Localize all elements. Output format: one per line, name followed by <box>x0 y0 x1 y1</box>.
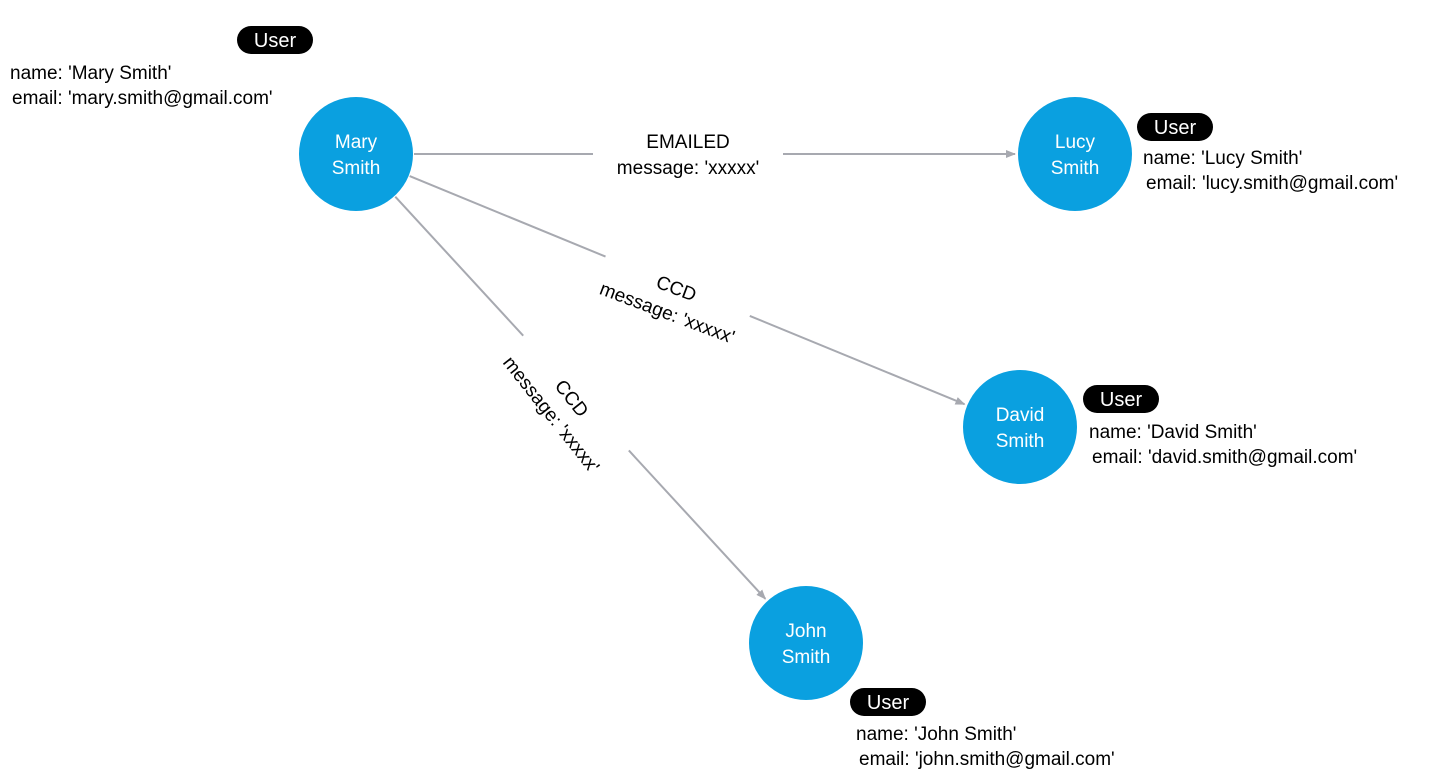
node-label-badge: User <box>1137 113 1213 141</box>
node-caption: Smith <box>996 431 1045 452</box>
node-properties: name: 'Mary Smith' email: 'mary.smith@gma… <box>10 63 273 109</box>
property-email: email: 'lucy.smith@gmail.com' <box>1146 173 1398 194</box>
node-circle[interactable] <box>299 97 413 211</box>
property-name: name: 'David Smith' <box>1089 422 1257 443</box>
node-label-text: User <box>867 692 910 714</box>
relationship-arrow[interactable] <box>749 314 966 406</box>
node-circle[interactable] <box>1018 97 1132 211</box>
relationship-line[interactable] <box>409 175 606 258</box>
relationship-property: message: 'xxxxx' <box>617 158 759 179</box>
node-caption: Smith <box>782 647 831 668</box>
property-email: email: 'john.smith@gmail.com' <box>859 749 1115 770</box>
relationship-mary-lucy[interactable]: EMAILED message: 'xxxxx' <box>414 132 1016 179</box>
relationship-arrow[interactable] <box>628 449 767 600</box>
node-caption: Smith <box>332 158 381 179</box>
node-caption: David <box>996 405 1045 426</box>
node-circle[interactable] <box>963 370 1077 484</box>
property-email: email: 'mary.smith@gmail.com' <box>12 88 273 109</box>
node-label-text: User <box>1100 389 1143 411</box>
relationship-label: EMAILED message: 'xxxxx' <box>617 132 759 179</box>
property-name: name: 'Lucy Smith' <box>1143 148 1302 169</box>
node-label-text: User <box>1154 117 1197 139</box>
node-caption: John <box>785 621 826 642</box>
node-label-badge: User <box>1083 385 1159 413</box>
node-properties: name: 'John Smith' email: 'john.smith@gma… <box>856 724 1115 770</box>
relationship-line[interactable] <box>394 196 524 337</box>
labels-layer: User name: 'Mary Smith' email: 'mary.smith… <box>10 26 1398 770</box>
node-label-badge: User <box>850 688 926 716</box>
property-name: name: 'John Smith' <box>856 724 1016 745</box>
node-label-text: User <box>254 30 297 52</box>
node-properties: name: 'Lucy Smith' email: 'lucy.smith@gma… <box>1143 148 1398 194</box>
node-label-badge: User <box>237 26 313 54</box>
node-caption: Lucy <box>1055 132 1096 153</box>
node-caption: Smith <box>1051 158 1100 179</box>
relationship-property: message: 'xxxxx' <box>498 353 603 478</box>
property-name: name: 'Mary Smith' <box>10 63 171 84</box>
relationship-type: EMAILED <box>646 132 729 153</box>
node-properties: name: 'David Smith' email: 'david.smith@g… <box>1089 422 1357 468</box>
node-circle[interactable] <box>749 586 863 700</box>
node-caption: Mary <box>335 132 378 153</box>
property-email: email: 'david.smith@gmail.com' <box>1092 447 1357 468</box>
